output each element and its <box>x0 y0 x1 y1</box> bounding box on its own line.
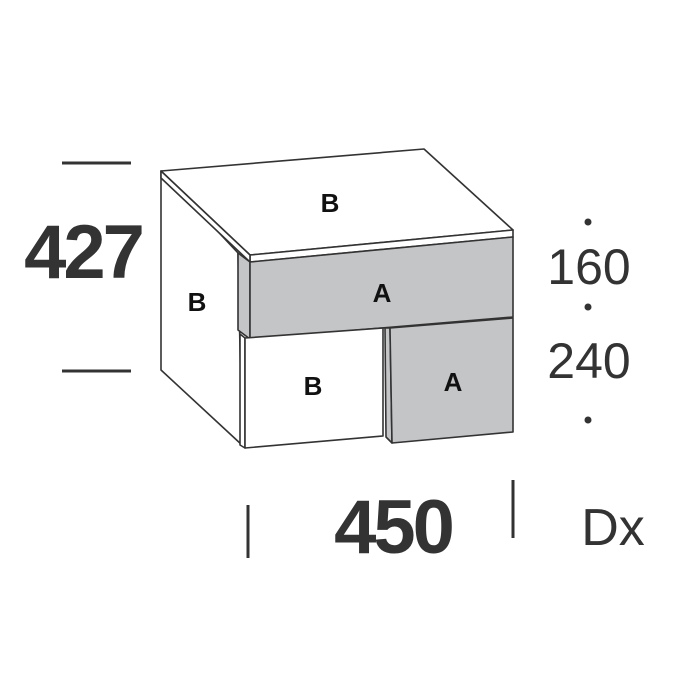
lower-left-door <box>244 327 384 449</box>
upper-drawer-side <box>237 252 251 340</box>
side-panel-label: B <box>188 287 207 317</box>
dim-dot <box>584 218 592 226</box>
lower-left-door-label: B <box>304 371 323 401</box>
module-height-upper: 160 <box>547 239 630 295</box>
height-label: 427 <box>24 210 142 295</box>
lower-right-door <box>389 317 514 444</box>
upper-drawer-label: A <box>373 278 392 308</box>
module-height-lower: 240 <box>547 333 630 389</box>
side-label: Dx <box>581 499 645 557</box>
lower-right-door-label: A <box>444 367 463 397</box>
dim-dot <box>584 416 592 424</box>
width-label: 450 <box>334 485 453 570</box>
dim-dot <box>584 303 592 311</box>
top-panel-label: B <box>321 188 340 218</box>
upper-drawer <box>249 236 514 340</box>
